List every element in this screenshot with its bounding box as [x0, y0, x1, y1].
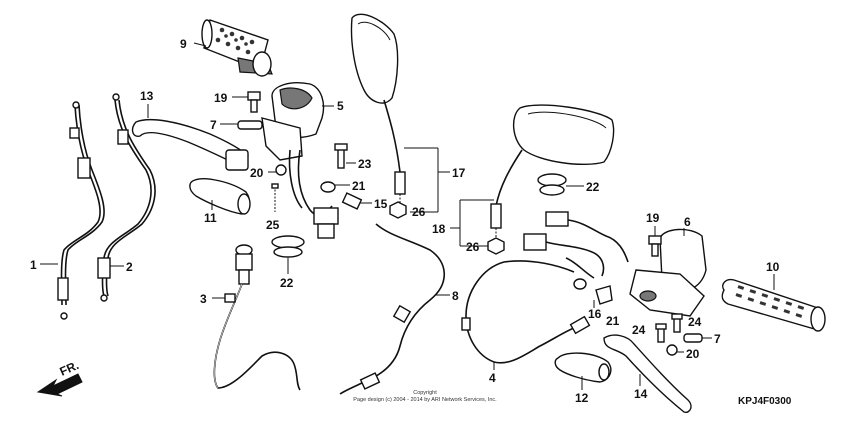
mirror-17[interactable] — [350, 13, 451, 213]
callout-20-right: 20 — [686, 347, 700, 361]
nut-26-upper[interactable] — [389, 201, 407, 219]
front-direction-arrow-icon: FR. — [36, 358, 83, 397]
grip-10[interactable] — [721, 274, 826, 332]
callout-18: 18 — [432, 222, 446, 236]
screw-19[interactable] — [232, 91, 261, 113]
callout-20-left: 20 — [250, 166, 264, 180]
switch-7-right[interactable] — [683, 333, 712, 343]
throttle-grip-9[interactable] — [193, 19, 273, 77]
callout-8: 8 — [452, 289, 459, 303]
copyright-title: Copyright — [413, 390, 437, 396]
cable-clip-15[interactable] — [341, 192, 372, 210]
brake-lever-14[interactable] — [603, 334, 692, 413]
callout-6: 6 — [684, 215, 691, 229]
nut-26-lower[interactable] — [487, 237, 505, 255]
callout-12: 12 — [575, 391, 589, 405]
clutch-cable-8[interactable] — [339, 223, 450, 395]
throttle-cable-2[interactable] — [97, 93, 156, 302]
callout-26-upper: 26 — [412, 205, 426, 219]
callout-22-right: 22 — [586, 180, 600, 194]
screw-19-right[interactable] — [648, 226, 662, 257]
switch-wiring-right — [523, 211, 629, 279]
callout-13: 13 — [140, 89, 154, 103]
callout-19-left: 19 — [214, 91, 228, 105]
callout-17: 17 — [452, 166, 466, 180]
throttle-cable-1[interactable] — [57, 101, 105, 320]
band-22-left[interactable] — [271, 235, 305, 274]
washer-21-right[interactable] — [595, 285, 613, 305]
callout-5: 5 — [337, 99, 344, 113]
switch-7[interactable] — [220, 120, 263, 130]
callout-23: 23 — [358, 157, 372, 171]
callout-16: 16 — [588, 307, 602, 321]
callout-1: 1 — [30, 258, 37, 272]
callout-21-left: 21 — [352, 179, 366, 193]
band-22-right[interactable] — [537, 173, 584, 196]
callout-15: 15 — [374, 197, 388, 211]
callout-19-right: 19 — [646, 211, 660, 225]
throttle-cable-4[interactable] — [461, 260, 591, 370]
nut-20-right[interactable] — [666, 344, 684, 356]
callout-24-left: 24 — [632, 323, 646, 337]
lever-cover-12[interactable] — [554, 352, 612, 390]
screw-25[interactable] — [271, 183, 279, 212]
mirror-18[interactable] — [450, 104, 615, 247]
callout-2: 2 — [126, 260, 133, 274]
washer-21[interactable] — [320, 181, 350, 193]
callout-9: 9 — [180, 37, 187, 51]
switch-housing-5[interactable] — [261, 82, 334, 161]
callout-4: 4 — [489, 371, 496, 385]
lever-cover-11[interactable] — [189, 178, 251, 215]
nut-20[interactable] — [268, 164, 287, 176]
choke-cable-3[interactable] — [212, 244, 301, 391]
copyright-notice: Page design (c) 2004 - 2014 by ARI Netwo… — [353, 397, 497, 403]
callout-25: 25 — [266, 218, 280, 232]
callout-3: 3 — [200, 292, 207, 306]
diagram-code: KPJ4F0300 — [738, 396, 792, 407]
bolt-23[interactable] — [334, 143, 356, 169]
callout-14: 14 — [634, 387, 648, 401]
switch-connector — [313, 207, 339, 239]
callout-22-left: 22 — [280, 276, 294, 290]
bolt-16[interactable] — [573, 278, 595, 308]
switch-housing-6[interactable] — [629, 228, 707, 317]
bolt-24[interactable] — [655, 313, 683, 343]
callout-24-right: 24 — [688, 315, 702, 329]
callout-11: 11 — [204, 211, 217, 225]
clutch-lever-13[interactable] — [131, 104, 249, 171]
callout-26-lower: 26 — [466, 240, 480, 254]
callout-21-right: 21 — [606, 314, 620, 328]
callout-7-right: 7 — [714, 332, 721, 346]
callout-10: 10 — [766, 260, 780, 274]
callout-7-left: 7 — [210, 118, 217, 132]
